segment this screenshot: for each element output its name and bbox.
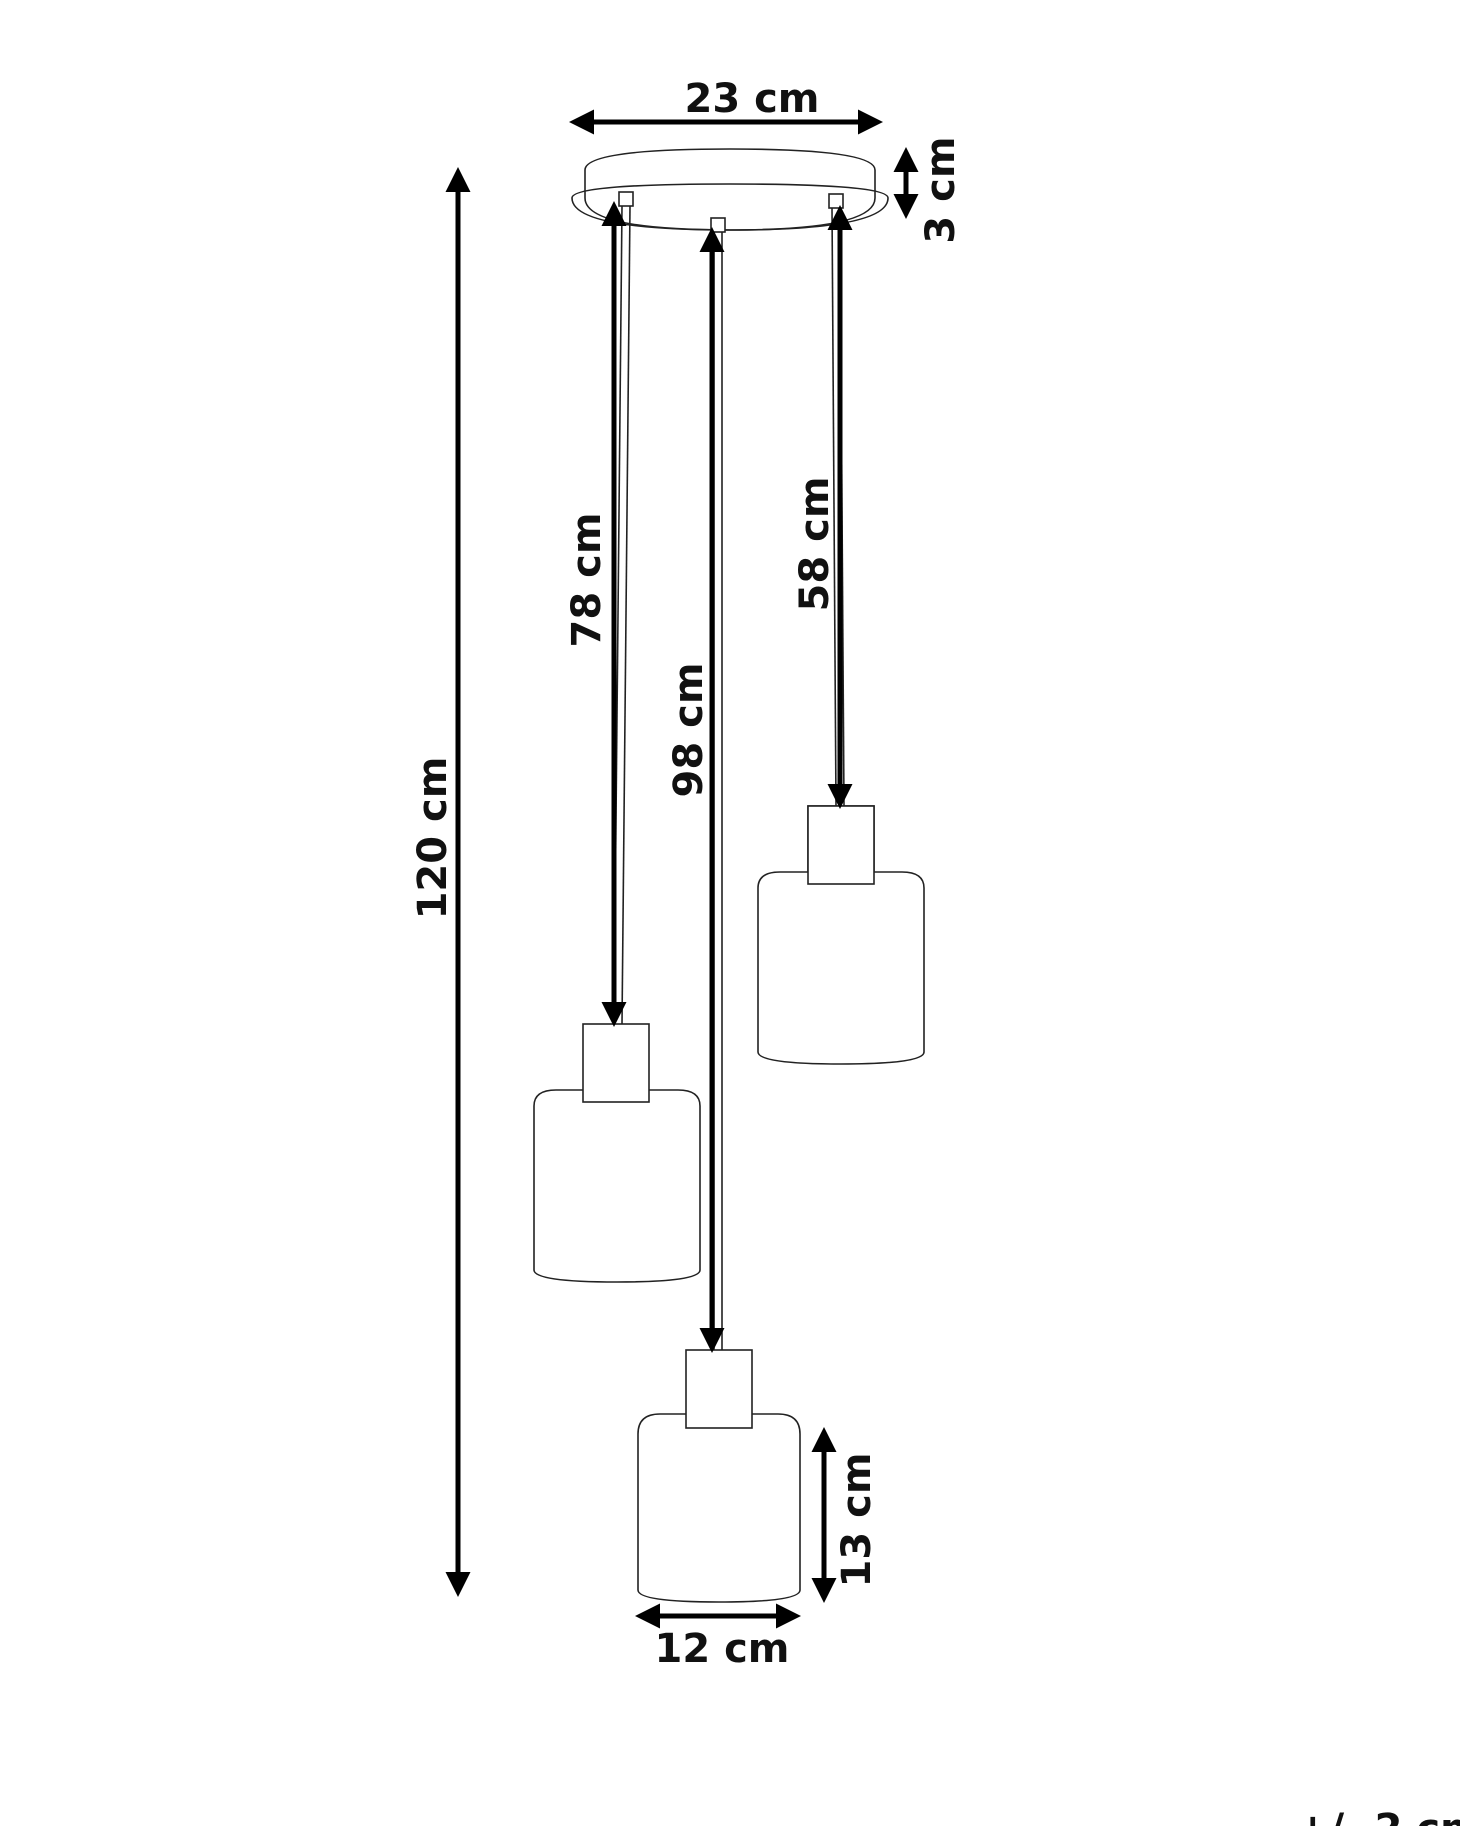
label-canopy-width: 23 cm — [685, 76, 820, 122]
label-cord-right: 58 cm — [792, 477, 838, 612]
cord-center — [713, 232, 723, 1352]
label-shade-height: 13 cm — [834, 1453, 880, 1588]
label-cord-left: 78 cm — [564, 513, 610, 648]
label-shade-width: 12 cm — [655, 1626, 790, 1672]
lamp-center — [637, 1349, 801, 1603]
label-total-height: 120 cm — [410, 757, 456, 920]
label-canopy-height: 3 cm — [918, 136, 964, 243]
lamp-right — [757, 805, 925, 1065]
lamp-left — [533, 1023, 701, 1283]
label-cord-center: 98 cm — [666, 663, 712, 798]
label-tolerance: +/- 2 cm — [1296, 1806, 1460, 1826]
